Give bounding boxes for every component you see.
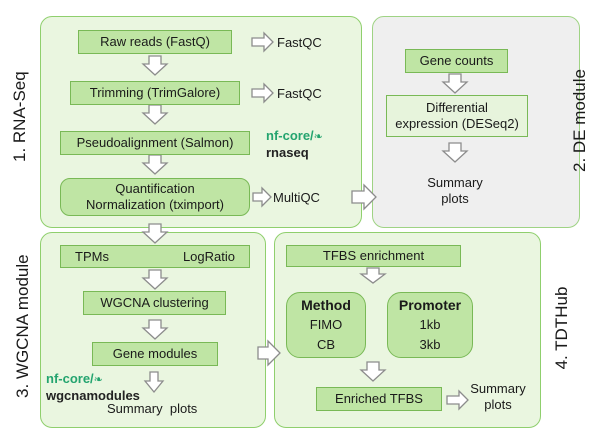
arrow-down-icon bbox=[441, 73, 469, 94]
trimming-box: Trimming (TrimGalore) bbox=[70, 81, 240, 105]
normalization-label: Normalization (tximport) bbox=[86, 197, 224, 212]
arrow-right-icon bbox=[446, 389, 469, 411]
nf-core-apple-icon: ❧ bbox=[93, 374, 103, 386]
logratio-label: LogRatio bbox=[182, 248, 235, 264]
arrow-right-icon bbox=[251, 82, 274, 104]
nf-core-rnaseq-logo: nf-core/❧ rnaseq bbox=[266, 128, 323, 160]
arrow-down-icon bbox=[441, 142, 469, 163]
quantification-box: Quantification Normalization (tximport) bbox=[60, 178, 250, 216]
arrow-down-icon bbox=[143, 371, 165, 394]
arrow-down-icon bbox=[141, 319, 169, 340]
arrow-down-icon bbox=[141, 104, 169, 125]
tpms-logratio-box: TPMs LogRatio bbox=[60, 245, 250, 268]
nf-core-apple-icon: ❧ bbox=[313, 131, 323, 143]
method-cb: CB bbox=[316, 337, 336, 352]
method-title: Method bbox=[301, 297, 351, 313]
enriched-tfbs-box: Enriched TFBS bbox=[316, 387, 442, 411]
arrow-down-icon bbox=[359, 267, 387, 284]
raw-reads-box: Raw reads (FastQ) bbox=[78, 30, 232, 54]
promoter-title: Promoter bbox=[398, 297, 462, 313]
promoter-3kb: 3kb bbox=[419, 337, 441, 352]
arrow-down-icon bbox=[141, 269, 169, 290]
method-fimo: FIMO bbox=[309, 317, 343, 332]
wgcna-clustering-box: WGCNA clustering bbox=[83, 291, 226, 315]
differential-expression-box: Differential expression (DESeq2) bbox=[386, 95, 528, 137]
arrow-down-icon bbox=[141, 223, 169, 244]
arrow-right-icon bbox=[351, 183, 377, 211]
arrow-down-icon bbox=[141, 154, 169, 175]
promoter-1kb: 1kb bbox=[419, 317, 441, 332]
pseudoalignment-box: Pseudoalignment (Salmon) bbox=[60, 131, 250, 155]
arrow-down-icon bbox=[359, 361, 387, 382]
wgcna-summary-plots: Summary plots bbox=[107, 401, 198, 416]
promoter-box: Promoter 1kb 3kb bbox=[387, 292, 473, 358]
fastqc-label-2: FastQC bbox=[277, 86, 322, 101]
tfbs-enrichment-box: TFBS enrichment bbox=[286, 245, 461, 267]
gene-counts-box: Gene counts bbox=[405, 49, 508, 73]
arrow-right-icon bbox=[257, 339, 281, 367]
gene-modules-box: Gene modules bbox=[92, 342, 218, 366]
nf-core-wgcnamodules-logo: nf-core/❧ wgcnamodules bbox=[46, 371, 140, 403]
arrow-right-icon bbox=[252, 186, 272, 208]
expression-deseq2-label: expression (DESeq2) bbox=[395, 116, 519, 131]
method-box: Method FIMO CB bbox=[286, 292, 366, 358]
fastqc-label-1: FastQC bbox=[277, 35, 322, 50]
multiqc-label: MultiQC bbox=[273, 190, 320, 205]
tpms-label: TPMs bbox=[75, 248, 109, 264]
arrow-right-icon bbox=[251, 31, 274, 53]
quantification-label: Quantification bbox=[115, 181, 195, 196]
arrow-down-icon bbox=[141, 55, 169, 76]
differential-label: Differential bbox=[426, 100, 488, 115]
